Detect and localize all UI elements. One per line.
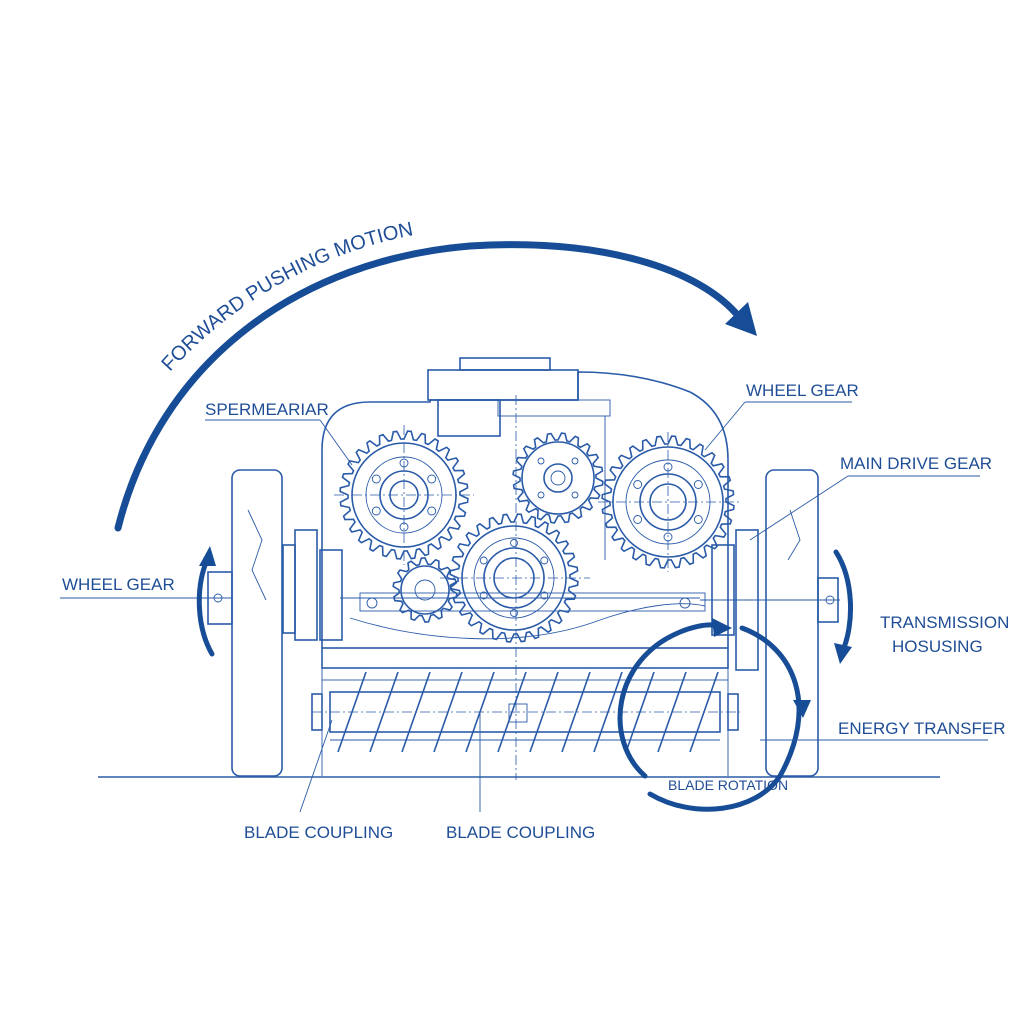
intermediate-gear (512, 432, 604, 524)
blade-coupling-left-label: BLADE COUPLING (244, 823, 393, 842)
right-wheel (765, 469, 819, 777)
reel-blade (561, 671, 591, 753)
reel-blade (337, 671, 367, 753)
center-lines (334, 395, 740, 780)
bolt-hole (633, 515, 643, 524)
gear-teeth (512, 432, 604, 524)
bolt-hole (633, 480, 643, 489)
blade-rotation-arrow (617, 618, 811, 812)
spur-gear-label: SPERMEARIAR (205, 400, 329, 419)
left-wheel-gear (195, 529, 343, 641)
bolt-hole (540, 591, 549, 600)
gear-teeth (392, 557, 458, 623)
wheel-gear-top-label: WHEEL GEAR (746, 381, 859, 400)
right-wheel-rotation-arrow (833, 549, 854, 664)
main-drive-gear-label: MAIN DRIVE GEAR (840, 454, 992, 473)
idler-gear (392, 557, 458, 623)
bolt-hole (427, 506, 437, 516)
reel-blade (689, 671, 719, 753)
bolt-hole (371, 506, 381, 516)
bolt-hole (693, 515, 703, 524)
reel-blade (369, 671, 399, 753)
bolt-hole (427, 474, 437, 484)
cutting-reel (311, 647, 740, 776)
bolt-hole (537, 457, 545, 465)
bolt-hole (571, 491, 579, 499)
bolt-hole (479, 556, 488, 565)
reel-blade (657, 671, 687, 753)
right-wheel-gear (700, 529, 840, 671)
reel-blade (529, 671, 559, 753)
gear-teeth (601, 435, 735, 569)
blade-rotation-label: BLADE ROTATION (668, 777, 788, 793)
left-wheel (231, 469, 283, 777)
transmission-housing-label-2: HOSUSING (892, 637, 983, 656)
energy-transfer-label: ENERGY TRANSFER (838, 719, 1006, 738)
reel-blade (593, 671, 623, 753)
left-wheel-rotation-arrow (196, 546, 216, 657)
reel-blade (625, 671, 655, 753)
bolt-hole (510, 609, 518, 617)
leader-lines (60, 401, 988, 813)
forward-motion-arrow (114, 241, 757, 532)
bolt-hole (510, 539, 518, 547)
transmission-housing-label-1: TRANSMISSION (880, 613, 1009, 632)
reel-blade (401, 671, 431, 753)
bolt-hole (693, 480, 703, 489)
forward-motion-label: FORWARD PUSHING MOTION (157, 218, 414, 375)
bolt-hole (571, 457, 579, 465)
bolt-hole (537, 491, 545, 499)
reel-blade (497, 671, 527, 753)
bolt-hole (479, 591, 488, 600)
bolt-hole (540, 556, 549, 565)
wheel-gear-left-label: WHEEL GEAR (62, 575, 175, 594)
bolt-hole (371, 474, 381, 484)
reel-blade (433, 671, 463, 753)
transmission-housing (321, 357, 729, 648)
blade-coupling-center-label: BLADE COUPLING (446, 823, 595, 842)
